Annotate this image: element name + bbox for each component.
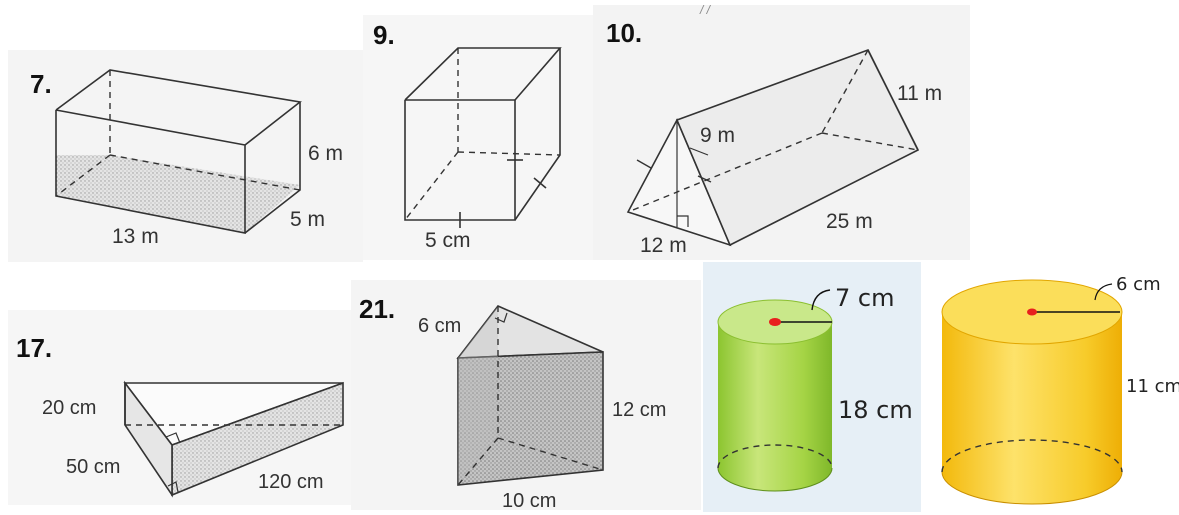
front-bottom-shade [56,155,245,233]
hidden-edge [821,49,869,134]
leader-line [689,147,709,156]
problem-9-number: 9. [373,20,395,50]
center-dot [769,318,781,326]
base-edge [941,471,1123,505]
problem-21-figure: 21. 6 cm 12 cm 10 cm [351,280,701,512]
hidden-edge [55,154,111,197]
hidden-edge [627,132,823,213]
right-angle-mark [677,215,689,227]
problem-17-number: 17. [16,333,52,363]
label-height: 11 cm [1126,376,1179,397]
tick-mark [636,159,652,169]
back-edge [867,49,919,151]
problem-10-figure: 10. / / 11 m 9 m 25 m 12 m [593,3,970,260]
cylinder-body [942,312,1122,504]
left-face [458,306,498,485]
base-edge [717,467,833,492]
label-base: 12 m [640,234,687,257]
scan-artifact: / / [699,3,712,17]
label-height: 6 m [308,142,343,165]
center-dot [1027,308,1037,316]
problem-7-number: 7. [30,69,52,99]
right-angle-mark [165,432,181,444]
label-height: 18 cm [838,396,913,424]
top-face [404,47,562,101]
top-face [55,69,302,146]
leader-line [1094,283,1113,301]
problem-21-number: 21. [359,294,395,324]
label-radius: 7 cm [835,284,894,312]
label-side: 11 m [897,82,942,105]
problem-7-figure: 7. 6 m 5 m 13 m [8,50,363,262]
label-edge: 5 cm [425,229,471,252]
problem-10-number: 10. [606,18,642,48]
yellow-cylinder-figure: 6 cm 11 cm [941,274,1179,505]
label-base: 10 cm [502,490,556,512]
hidden-base-edge [941,439,1123,473]
problem-17-figure: 17. 20 cm 50 cm 120 cm [8,310,351,505]
label-height: 12 cm [612,399,666,421]
label-length: 13 m [112,225,159,248]
label-height: 9 m [700,124,735,147]
front-face [457,351,604,486]
hidden-edge [497,437,604,471]
label-radius: 6 cm [1116,274,1161,295]
problem-9-figure: 9. 5 cm [363,15,593,260]
label-length: 120 cm [258,471,324,493]
hidden-edge [404,151,459,221]
right-angle-mark [494,312,508,323]
label-depth: 5 m [290,208,325,231]
problem-9-panel [363,15,593,260]
tick-mark [533,177,547,189]
label-length: 25 m [826,210,873,233]
right-face [244,102,301,234]
tick-mark [697,175,712,183]
leader-line [811,289,831,311]
label-base: 50 cm [66,456,120,478]
cylinder-body [718,322,832,491]
right-angle-mark [167,481,179,493]
hidden-base-edge [717,444,833,469]
green-cylinder-figure: 7 cm 18 cm [703,262,921,512]
label-base-top: 6 cm [418,315,461,337]
label-height: 20 cm [42,397,96,419]
hidden-edge [821,132,919,151]
